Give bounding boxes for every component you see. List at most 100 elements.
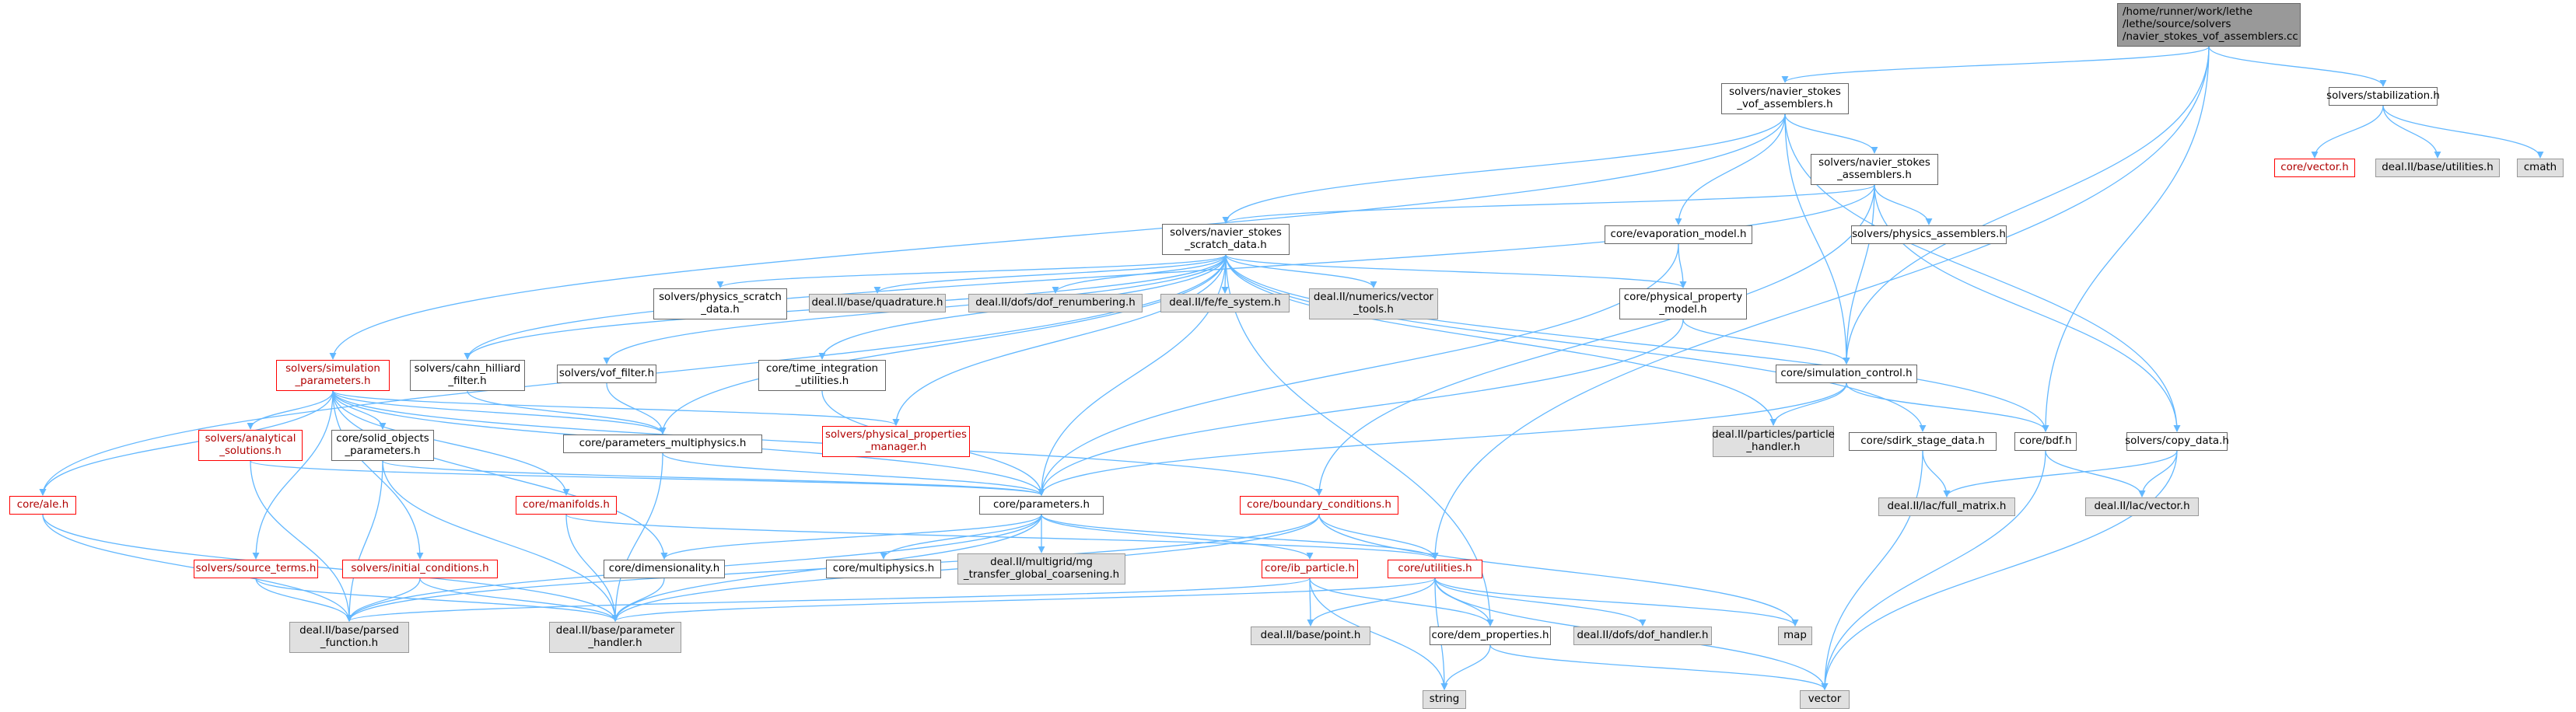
node-label-line: _manager.h xyxy=(865,442,927,453)
edge-nsscratch-to-demprops xyxy=(1225,254,1494,626)
edge-nsvof-to-simparams xyxy=(329,113,1786,360)
edge-nsass-to-physass xyxy=(1874,184,1933,225)
edge-root-to-stab xyxy=(2208,46,2387,87)
node-label-line: _handler.h xyxy=(588,637,642,649)
node-physprop[interactable]: core/physical_property_model.h xyxy=(1619,288,1747,319)
node-label-line: _transfer_global_coarsening.h xyxy=(963,569,1120,581)
edge-ibparticle-to-parsedfn xyxy=(345,578,1311,622)
node-timeint[interactable]: core/time_integration_utilities.h xyxy=(758,360,886,391)
node-paramsmulti[interactable]: core/parameters_multiphysics.h xyxy=(563,435,762,453)
node-dimless[interactable]: core/dimensionality.h xyxy=(604,560,725,578)
node-dofren[interactable]: deal.II/dofs/dof_renumbering.h xyxy=(968,294,1143,312)
edge-bdf-to-lacvec xyxy=(2045,450,2146,497)
node-evap[interactable]: core/evaporation_model.h xyxy=(1605,225,1752,244)
node-simctrl[interactable]: core/simulation_control.h xyxy=(1776,365,1917,383)
node-label-line: _scratch_data.h xyxy=(1185,239,1267,251)
edge-solidobj-to-params xyxy=(382,460,1045,496)
edge-sdirk-to-vector xyxy=(1821,450,1923,690)
node-point[interactable]: deal.II/base/point.h xyxy=(1251,626,1370,645)
node-pphandler[interactable]: deal.II/particles/particle_handler.h xyxy=(1712,426,1835,457)
edge-manifolds-to-paramhandler xyxy=(565,514,619,622)
edge-nsass-to-nsscratch xyxy=(1222,184,1875,224)
node-root[interactable]: /home/runner/work/lethe/lethe/source/sol… xyxy=(2117,3,2301,47)
edge-nsscratch-to-ppmanager xyxy=(892,254,1227,426)
edge-utilities-to-map xyxy=(1434,578,1799,626)
node-utilities[interactable]: core/utilities.h xyxy=(1388,560,1482,578)
node-parsedfn[interactable]: deal.II/base/parsed_function.h xyxy=(289,622,409,653)
edge-bc-to-utilities xyxy=(1318,514,1439,560)
edge-nsass-to-cahn xyxy=(464,184,1875,360)
node-cahn[interactable]: solvers/cahn_hilliard_filter.h xyxy=(410,360,525,391)
node-label-line: solvers/initial_conditions.h xyxy=(351,563,489,574)
edge-utilities-to-paramhandler xyxy=(611,578,1436,622)
edge-copydata-to-vector xyxy=(1821,450,2178,690)
node-fullmat[interactable]: deal.II/lac/full_matrix.h xyxy=(1878,497,2015,516)
node-label-line: core/parameters.h xyxy=(993,499,1090,511)
edge-ibparticle-to-demprops xyxy=(1309,578,1494,626)
node-multiph[interactable]: core/multiphysics.h xyxy=(826,560,941,578)
node-lacvec[interactable]: deal.II/lac/vector.h xyxy=(2085,497,2199,516)
node-vector[interactable]: vector xyxy=(1800,690,1850,709)
node-label-line: core/bdf.h xyxy=(2019,435,2072,447)
node-fesys[interactable]: deal.II/fe/fe_system.h xyxy=(1160,294,1290,312)
node-label-line: deal.II/base/utilities.h xyxy=(2382,162,2494,173)
node-bdf[interactable]: core/bdf.h xyxy=(2014,432,2077,451)
node-mgtransfer[interactable]: deal.II/multigrid/mg_transfer_global_coa… xyxy=(957,553,1125,585)
node-demprops[interactable]: core/dem_properties.h xyxy=(1430,626,1551,645)
node-physscratch[interactable]: solvers/physics_scratch_data.h xyxy=(653,288,787,319)
node-dofhandler[interactable]: deal.II/dofs/dof_handler.h xyxy=(1573,626,1712,645)
node-label-line: solvers/navier_stokes xyxy=(1729,86,1841,98)
node-label-line: solvers/simulation xyxy=(285,363,380,375)
node-srcterms[interactable]: solvers/source_terms.h xyxy=(194,560,318,578)
node-cmath[interactable]: cmath xyxy=(2517,159,2564,177)
edge-nsscratch-to-numvec xyxy=(1225,254,1377,288)
node-label-line: core/ib_particle.h xyxy=(1265,563,1355,574)
node-string[interactable]: string xyxy=(1423,690,1466,709)
node-quad[interactable]: deal.II/base/quadrature.h xyxy=(809,294,946,312)
edge-demprops-to-string xyxy=(1440,644,1491,690)
node-ibparticle[interactable]: core/ib_particle.h xyxy=(1262,560,1358,578)
node-params[interactable]: core/parameters.h xyxy=(979,496,1104,515)
node-map[interactable]: map xyxy=(1778,626,1812,645)
edge-dimless-to-paramhandler xyxy=(611,578,665,622)
node-nsass[interactable]: solvers/navier_stokes_assemblers.h xyxy=(1811,154,1938,185)
node-sdirk[interactable]: core/sdirk_stage_data.h xyxy=(1849,432,1997,451)
edge-nsscratch-to-physprop xyxy=(1225,254,1687,288)
node-copydata[interactable]: solvers/copy_data.h xyxy=(2125,432,2229,451)
node-label-line: deal.II/lac/full_matrix.h xyxy=(1887,501,2007,512)
edge-simparams-to-initcond xyxy=(332,390,424,560)
node-nsscratch[interactable]: solvers/navier_stokes_scratch_data.h xyxy=(1162,224,1290,255)
node-analytic[interactable]: solvers/analytical_solutions.h xyxy=(198,430,303,461)
node-nsvof[interactable]: solvers/navier_stokes_vof_assemblers.h xyxy=(1721,83,1849,114)
node-paramhandler[interactable]: deal.II/base/parameter_handler.h xyxy=(549,622,681,653)
node-ale[interactable]: core/ale.h xyxy=(9,496,76,515)
edge-paramsmulti-to-params xyxy=(662,452,1045,496)
node-label-line: core/vector.h xyxy=(2280,162,2349,173)
node-solidobj[interactable]: core/solid_objects_parameters.h xyxy=(331,430,434,461)
edge-ibparticle-to-string xyxy=(1309,578,1448,690)
node-stab[interactable]: solvers/stabilization.h xyxy=(2326,87,2440,106)
node-numvec[interactable]: deal.II/numerics/vector_tools.h xyxy=(1309,288,1438,319)
edge-simctrl-to-params xyxy=(1038,382,1847,496)
node-label-line: string xyxy=(1429,693,1460,705)
edge-params-to-utilities xyxy=(1041,514,1439,560)
node-initcond[interactable]: solvers/initial_conditions.h xyxy=(342,560,498,578)
edge-nsvof-to-nsscratch xyxy=(1222,113,1786,224)
node-label-line: core/time_integration xyxy=(765,363,879,375)
node-voff[interactable]: solvers/vof_filter.h xyxy=(557,365,656,383)
node-physass[interactable]: solvers/physics_assemblers.h xyxy=(1851,225,2007,244)
edge-nsvof-to-simctrl xyxy=(1784,113,1850,365)
node-label-line: solvers/stabilization.h xyxy=(2326,90,2440,102)
node-bc[interactable]: core/boundary_conditions.h xyxy=(1240,496,1398,515)
edge-nsscratch-to-pphandler xyxy=(1225,254,1777,426)
node-label-line: _assemblers.h xyxy=(1837,169,1912,181)
node-ppmanager[interactable]: solvers/physical_properties_manager.h xyxy=(822,426,970,457)
node-cvec[interactable]: core/vector.h xyxy=(2274,159,2355,177)
node-dbutil[interactable]: deal.II/base/utilities.h xyxy=(2375,159,2500,177)
node-label-line: deal.II/fe/fe_system.h xyxy=(1169,297,1281,309)
node-simparams[interactable]: solvers/simulation_parameters.h xyxy=(276,360,390,391)
node-manifolds[interactable]: core/manifolds.h xyxy=(516,496,617,515)
node-label-line: deal.II/numerics/vector xyxy=(1313,291,1434,303)
edge-nsscratch-to-sdirk xyxy=(1225,254,1927,432)
node-label-line: _tools.h xyxy=(1353,304,1394,316)
